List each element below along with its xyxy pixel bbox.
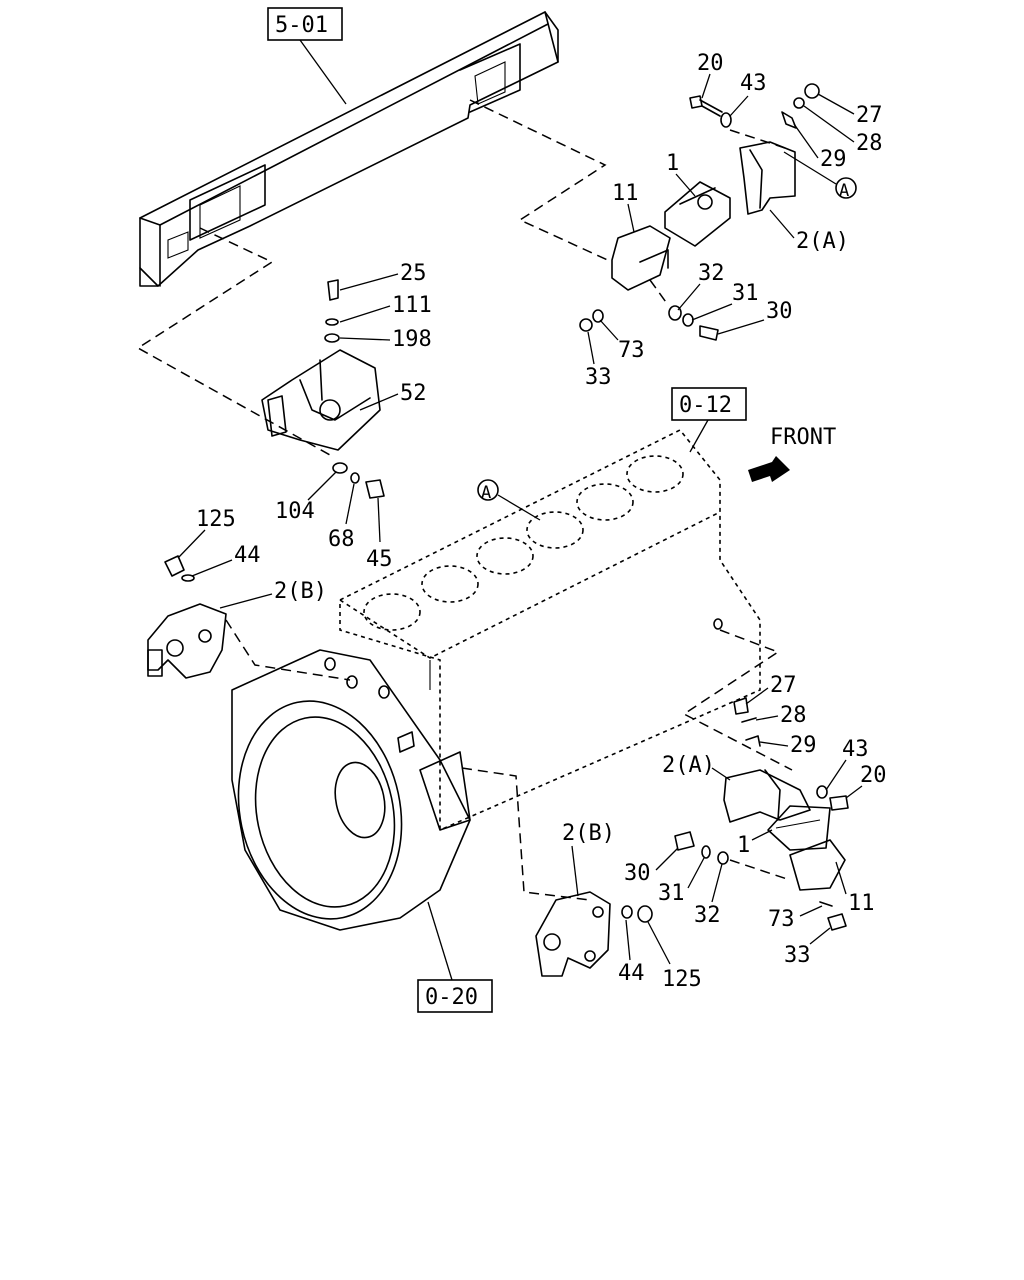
callout: 31 — [658, 881, 685, 906]
callout: 198 — [392, 327, 432, 352]
flywheel-housing — [231, 649, 471, 931]
callout: 29 — [790, 733, 817, 758]
ref-engine-label: 0-12 — [679, 393, 732, 418]
front-mount-52 — [261, 279, 385, 499]
callout: 52 — [400, 381, 427, 406]
callout: 1 — [737, 833, 750, 858]
ref-flywheel: 0-20 — [417, 901, 493, 1013]
ref-flywheel-label: 0-20 — [425, 985, 478, 1010]
front-arrow: FRONT — [748, 425, 836, 482]
callout: 73 — [768, 907, 795, 932]
ref-frame-label: 5-01 — [275, 13, 328, 38]
callout: 25 — [400, 261, 427, 286]
callout: 43 — [740, 71, 767, 96]
callout: 73 — [618, 338, 645, 363]
left-bracket-2b — [147, 555, 351, 681]
callout: 30 — [624, 861, 651, 886]
callout: 111 — [392, 293, 432, 318]
callout: 43 — [842, 737, 869, 762]
lower-bracket-2b — [461, 767, 653, 977]
callout: 20 — [697, 51, 724, 76]
callout: 32 — [694, 903, 721, 928]
callout: 29 — [820, 147, 847, 172]
callout: 30 — [766, 299, 793, 324]
callouts-front: 25 111 198 52 104 68 45 — [275, 261, 432, 572]
callout: 33 — [784, 943, 811, 968]
svg-text:A: A — [481, 483, 491, 503]
callout: 125 — [196, 507, 236, 532]
callout: 104 — [275, 499, 315, 524]
callout: 33 — [585, 365, 612, 390]
callouts-right: 27 28 29 43 20 2(A) 1 30 31 32 11 73 33 — [624, 673, 887, 968]
callout: 2(B) — [562, 821, 615, 846]
callouts-left: 125 44 2(B) — [177, 507, 327, 609]
callout: 44 — [234, 543, 261, 568]
front-label: FRONT — [770, 425, 836, 450]
callout: 68 — [328, 527, 355, 552]
callouts-rear: 20 43 27 28 29 1 11 2(A) 32 31 30 73 33 — [585, 51, 883, 390]
rear-mount-group — [579, 83, 820, 341]
frame-rail — [139, 11, 559, 287]
callout: 1 — [666, 151, 679, 176]
frame-to-mount-dash — [469, 99, 613, 263]
callout: 27 — [856, 103, 883, 128]
right-mount-group — [674, 629, 849, 931]
engine-block — [339, 428, 761, 832]
ref-frame: 5-01 — [267, 7, 347, 105]
marker-a-top: A — [783, 151, 857, 201]
marker-a-engine: A — [477, 479, 541, 521]
ref-engine: 0-12 — [671, 387, 747, 453]
callout: 45 — [366, 547, 393, 572]
svg-text:A: A — [839, 181, 849, 201]
callout: 28 — [856, 131, 883, 156]
callout: 32 — [698, 261, 725, 286]
callouts-lower: 2(B) 44 125 — [562, 821, 702, 992]
callout: 28 — [780, 703, 807, 728]
callout: 44 — [618, 961, 645, 986]
callout: 11 — [848, 891, 875, 916]
callout: 2(A) — [662, 753, 715, 778]
frame-to-front-mount-dash — [136, 227, 331, 456]
callout: 27 — [770, 673, 797, 698]
callout: 2(B) — [274, 579, 327, 604]
callout: 20 — [860, 763, 887, 788]
callout: 11 — [612, 181, 639, 206]
callout: 31 — [732, 281, 759, 306]
callout: 125 — [662, 967, 702, 992]
callout: 2(A) — [796, 229, 849, 254]
